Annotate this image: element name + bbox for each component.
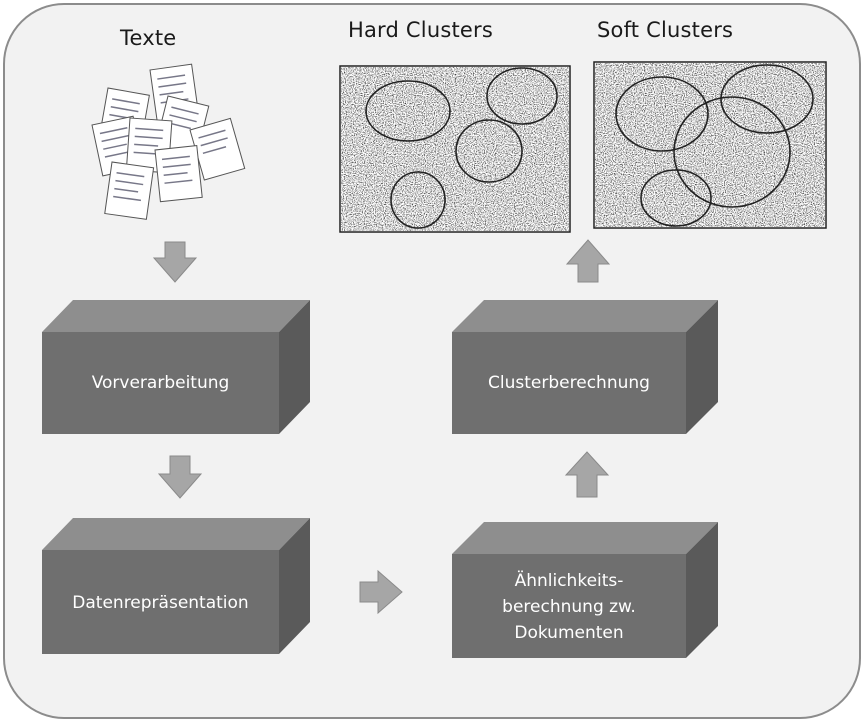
box-aehnlichkeitsberechnung: [452, 522, 718, 658]
hard-clusters-plot: [339, 62, 571, 233]
cluster-ellipse: [486, 67, 558, 125]
cluster-ellipse: [640, 169, 712, 227]
box-label-line: berechnung zw.: [502, 597, 636, 617]
arrow-up-icon: [565, 239, 611, 283]
cluster-ellipse: [615, 76, 709, 152]
arrow-right-icon: [359, 569, 403, 615]
soft-clusters-plot: [593, 61, 827, 229]
box-label-clusterberechnung: Clusterberechnung: [488, 373, 650, 393]
box-datenrepraesentation: [42, 518, 310, 654]
box-label-line: Ähnlichkeits-: [514, 571, 624, 591]
cluster-ellipse: [365, 80, 451, 142]
box-label-line: Dokumenten: [514, 623, 624, 643]
label-hard-clusters: Hard Clusters: [348, 18, 494, 42]
cluster-ellipse: [390, 171, 446, 229]
box-label-datenrepraesentation: Datenrepräsentation: [72, 593, 249, 613]
arrow-down-icon: [157, 455, 203, 499]
documents-icon: [91, 63, 246, 220]
box-vorverarbeitung: [42, 300, 310, 434]
box-label-aehnlichkeitsberechnung: Ähnlichkeits- berechnung zw. Dokumenten: [452, 568, 686, 646]
arrow-down-icon: [152, 241, 198, 283]
box-clusterberechnung: [452, 300, 718, 434]
box-label-vorverarbeitung: Vorverarbeitung: [91, 373, 230, 393]
label-soft-clusters: Soft Clusters: [597, 18, 734, 42]
cluster-ellipse: [673, 96, 791, 208]
cluster-ellipse: [455, 119, 523, 183]
arrow-up-icon: [564, 451, 610, 498]
cluster-ellipse: [720, 64, 814, 134]
label-texte: Texte: [120, 26, 177, 50]
